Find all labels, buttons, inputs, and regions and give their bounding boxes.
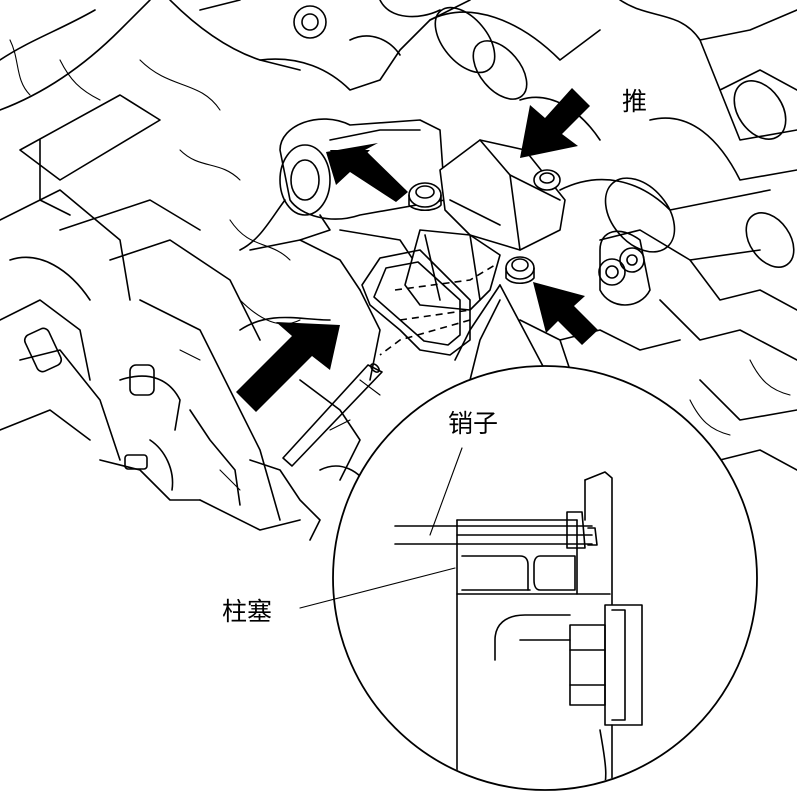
bolt-upper-right (533, 169, 561, 191)
bolt-arrow-lower (533, 282, 598, 345)
label-leaders (299, 447, 463, 609)
pin-rod (282, 363, 383, 467)
pin-leader (429, 447, 463, 536)
label-plunger: 柱塞 (222, 597, 272, 626)
detail-view (332, 365, 758, 791)
tensioner-assembly (282, 139, 566, 467)
label-pin: 销子 (448, 409, 498, 438)
bolt-upper-left (408, 182, 442, 212)
bolt-lower (505, 256, 535, 285)
arrows (236, 88, 598, 412)
insert-pin-arrow (236, 322, 340, 412)
sprocket-right (598, 230, 651, 306)
plunger-leader (299, 567, 456, 609)
push-arrow (520, 88, 590, 158)
camshaft-left (239, 118, 446, 251)
callout-leader (454, 284, 546, 371)
label-push: 推 (622, 87, 647, 116)
detail-circle (332, 365, 758, 791)
